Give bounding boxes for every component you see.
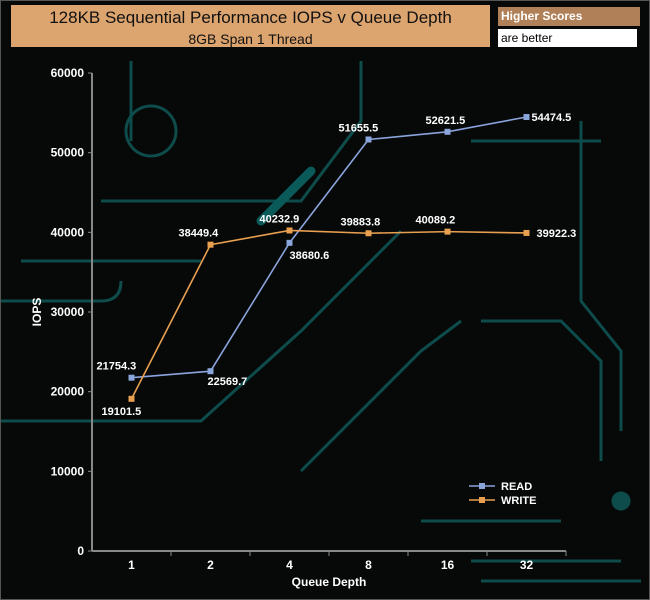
x-tick-label: 8 — [365, 558, 372, 572]
y-tick-label: 30000 — [51, 305, 85, 319]
legend-marker-read — [479, 483, 485, 489]
read-point — [365, 136, 372, 143]
write-point — [128, 395, 135, 402]
read-data-label: 21754.3 — [97, 361, 137, 373]
chart-title-box: 128KB Sequential Performance IOPS v Queu… — [11, 5, 490, 47]
write-data-label: 19101.5 — [102, 406, 142, 418]
x-tick-label: 32 — [520, 558, 534, 572]
write-point — [286, 227, 293, 234]
chart-title: 128KB Sequential Performance IOPS v Queu… — [49, 8, 452, 27]
read-data-label: 54474.5 — [532, 112, 572, 124]
read-point — [286, 239, 293, 246]
write-data-label: 40232.9 — [260, 213, 300, 225]
write-data-label: 38449.4 — [179, 228, 220, 240]
y-tick-label: 50000 — [51, 146, 85, 160]
y-tick-label: 60000 — [51, 66, 85, 80]
legend-label-read: READ — [501, 481, 532, 493]
legend-label-write: WRITE — [501, 495, 536, 507]
read-data-label: 52621.5 — [426, 115, 466, 127]
higher-scores-badge: Higher Scores — [498, 7, 640, 26]
x-axis-label: Queue Depth — [292, 575, 367, 589]
y-tick-label: 10000 — [51, 464, 85, 478]
write-series-line — [130, 229, 527, 400]
x-tick-label: 1 — [128, 558, 135, 572]
y-tick-label: 0 — [77, 544, 84, 558]
write-point — [207, 241, 214, 248]
y-tick-label: 20000 — [51, 385, 85, 399]
read-data-label: 22569.7 — [208, 376, 248, 388]
y-axis-label: IOPS — [30, 298, 44, 327]
write-point — [523, 229, 530, 236]
write-data-label: 39883.8 — [341, 216, 381, 228]
read-point — [523, 114, 530, 121]
y-tick-label: 40000 — [51, 225, 85, 239]
chart-subtitle: 8GB Span 1 Thread — [188, 31, 313, 47]
read-point — [128, 374, 135, 381]
write-data-label: 39922.3 — [537, 228, 577, 240]
read-data-label: 51655.5 — [339, 122, 379, 134]
read-point — [207, 368, 214, 375]
x-tick-label: 2 — [207, 558, 214, 572]
read-data-label: 38680.6 — [290, 250, 330, 262]
write-point — [444, 228, 451, 235]
x-tick-label: 16 — [441, 558, 455, 572]
write-point — [365, 230, 372, 237]
x-tick-label: 4 — [286, 558, 293, 572]
legend-marker-write — [479, 497, 485, 503]
read-point — [444, 128, 451, 135]
read-series-line — [131, 116, 527, 379]
are-better-badge: are better — [498, 29, 637, 47]
write-data-label: 40089.2 — [416, 215, 456, 227]
